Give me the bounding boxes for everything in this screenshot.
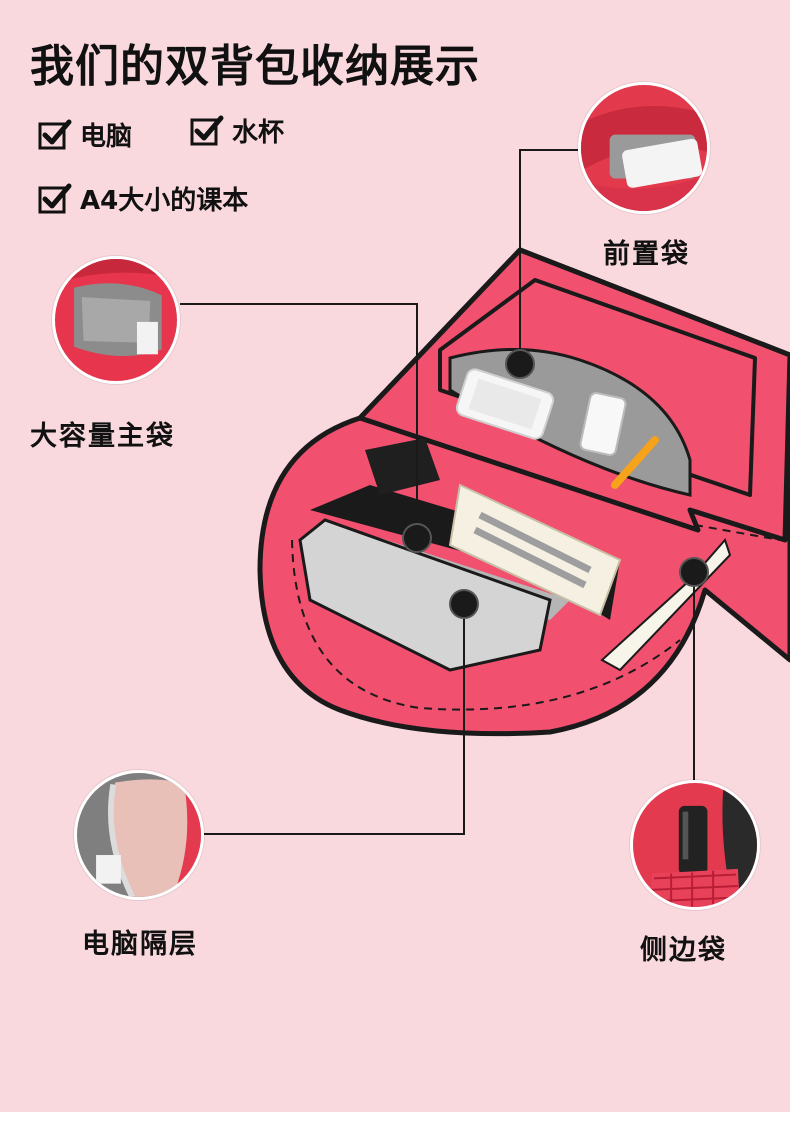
laptop-layer-photo (74, 770, 204, 900)
laptop-layer-photo-image (77, 773, 201, 897)
feature-laptop: 电脑 (38, 116, 132, 153)
side-pocket-photo (630, 780, 760, 910)
main-pocket-photo (52, 256, 180, 384)
page-title: 我们的双背包收纳展示 (30, 41, 480, 92)
pen-image (611, 436, 659, 489)
backpack-illustration (257, 247, 790, 737)
checkbox-checked-icon (38, 183, 72, 213)
bottom-band (0, 1112, 790, 1130)
caption-main-pocket: 大容量主袋 (30, 421, 175, 452)
main-pocket-photo-image (55, 259, 177, 381)
checkbox-checked-icon (190, 115, 224, 145)
feature-cup: 水杯 (190, 112, 284, 149)
caption-laptop-layer: 电脑隔层 (82, 929, 198, 960)
feature-textbook: A4大小的课本 (38, 180, 248, 217)
checkbox-checked-icon (38, 119, 72, 149)
feature-label: 电脑 (80, 122, 133, 152)
feature-label: A4大小的课本 (80, 186, 249, 216)
caption-front-pocket: 前置袋 (603, 239, 690, 270)
front-pocket-photo-image (581, 85, 707, 211)
feature-label: 水杯 (232, 118, 285, 148)
front-pocket-photo (578, 82, 710, 214)
side-pocket-photo-image (633, 783, 757, 907)
power-bank-image (579, 392, 627, 456)
caption-side-pocket: 侧边袋 (640, 935, 727, 966)
